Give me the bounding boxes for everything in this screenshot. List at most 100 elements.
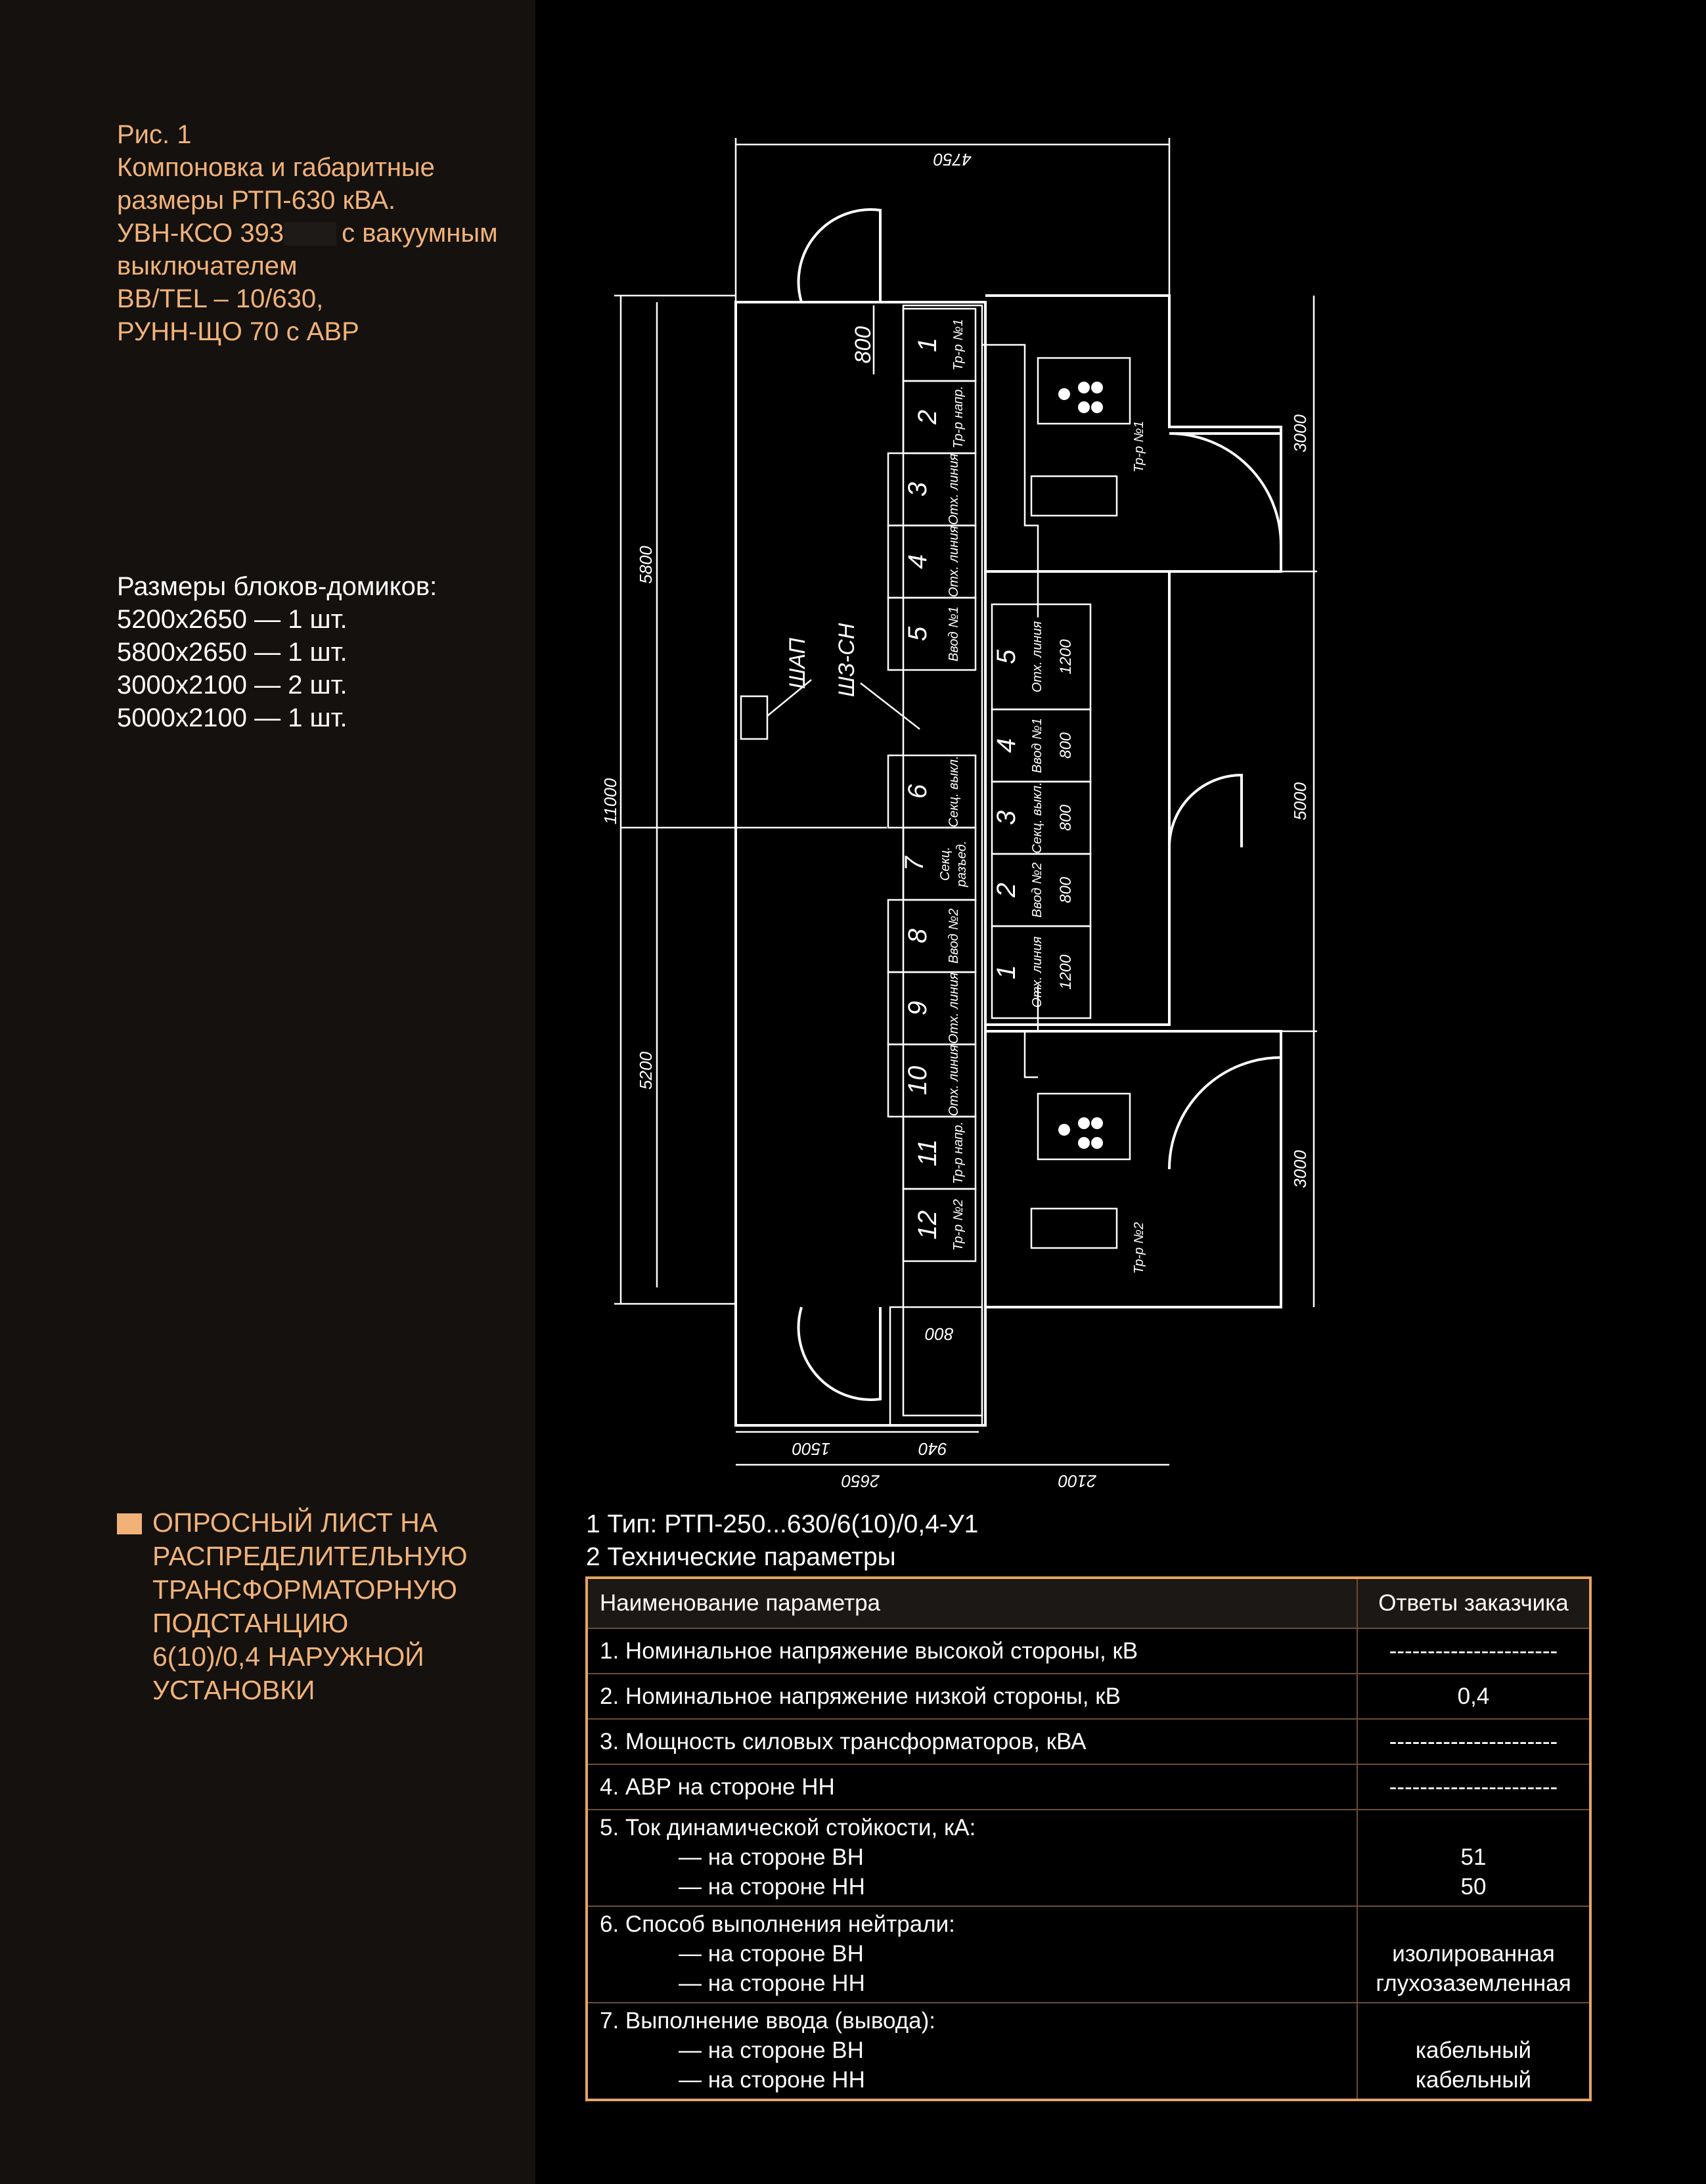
lv-cell-dim: 1200 — [1057, 639, 1075, 675]
left-sidebar — [0, 0, 535, 2184]
param-answer[interactable]: ---------------------- — [1357, 1718, 1591, 1765]
tr2-label: Тр-р №2 — [1132, 1222, 1146, 1274]
lv-cell-labels: 5 Отх. линия 1200 4 Ввод №1 800 3 Секц. … — [992, 621, 1075, 1008]
lv-cell-label: Ввод №2 — [1030, 862, 1044, 918]
table-row: 4. АВР на стороне НН -------------------… — [586, 1764, 1591, 1810]
table-row: 6. Способ выполнения нейтрали: — на стор… — [586, 1905, 1591, 2003]
dim-right-mid: 5000 — [1290, 782, 1310, 820]
right-block-mid — [984, 570, 1171, 1026]
caption-line: размеры РТП-630 кВА. — [117, 186, 396, 215]
hv-cell-num: 10 — [903, 1066, 932, 1096]
param-sub: — на стороне ВН — [679, 2038, 864, 2063]
tr1-label: Тр-р №1 — [1132, 421, 1146, 473]
hv-cell-num: 4 — [903, 554, 932, 569]
dim-bottom-cell: 800 — [925, 1324, 954, 1344]
hv-cell-num: 9 — [903, 1001, 932, 1015]
label-shzsn: ШЗ-СН — [834, 623, 859, 697]
param-title: 6. Способ выполнения нейтрали: — [600, 1911, 955, 1937]
leader-line — [860, 682, 920, 730]
param-title: 7. Выполнение ввода (вывода): — [600, 2008, 936, 2034]
survey-title: ОПРОСНЫЙ ЛИСТ НА РАСПРЕДЕЛИТЕЛЬНУЮ ТРАНС… — [117, 1506, 537, 1707]
dim-2100: 2100 — [1058, 1471, 1097, 1491]
block-size-item: 5000x2100 — 1 шт. — [117, 703, 348, 732]
lv-cell-label: Отх. линия — [1030, 621, 1044, 692]
answer-line: 50 — [1460, 1874, 1487, 1900]
survey-title-line: 6(10)/0,4 НАРУЖНОЙ — [152, 1641, 424, 1672]
bottom-cell — [889, 1306, 983, 1427]
lv-cell-label: Секц. выкл. — [1030, 782, 1044, 854]
hv-cell-label: Тр-р №2 — [951, 1199, 966, 1251]
param-answer[interactable]: кабельный кабельный — [1357, 2002, 1591, 2101]
parameters-table: Наименование параметра Ответы заказчика … — [585, 1576, 1592, 2101]
table-header-row: Наименование параметра Ответы заказчика — [586, 1577, 1591, 1629]
lv-cell-num: 2 — [992, 883, 1021, 898]
hv-cell-label: Секц. — [938, 847, 953, 881]
transformer-2: Тр-р №2 — [1030, 1092, 1146, 1274]
param-answer[interactable]: изолированная глухозаземленная — [1357, 1905, 1591, 2003]
caption-line: BB/TEL – 10/630, — [117, 284, 324, 313]
table-row: 5. Ток динамической стойкости, кА: — на … — [586, 1809, 1591, 1907]
dim-upper: 5800 — [636, 546, 656, 584]
hv-cell-label: Отх. линия — [947, 1044, 961, 1116]
block-size-item: 5200x2650 — 1 шт. — [117, 605, 348, 634]
hv-cell-label: Тр-р №1 — [951, 319, 966, 371]
bullet-square-icon — [117, 1513, 142, 1534]
param-name: 4. АВР на стороне НН — [586, 1764, 1358, 1810]
survey-title-line: ПОДСТАНЦИЮ — [152, 1608, 349, 1638]
table-row: 7. Выполнение ввода (вывода): — на сторо… — [586, 2002, 1591, 2101]
answer-line: изолированная — [1392, 1941, 1555, 1967]
param-name: 7. Выполнение ввода (вывода): — на сторо… — [586, 2002, 1358, 2101]
caption-line-part: с вакуумным — [342, 219, 498, 248]
param-name: 2. Номинальное напряжение низкой стороны… — [586, 1673, 1358, 1720]
right-block-bottom — [985, 1030, 1282, 1308]
hv-cell-label: Секц. выкл. — [947, 756, 961, 828]
lv-cell-dim: 800 — [1057, 732, 1075, 759]
param-sub: — на стороне ВН — [679, 1941, 864, 1967]
survey-title-line: ТРАНСФОРМАТОРНУЮ — [152, 1574, 457, 1605]
type-section: 1 Тип: РТП-250...630/6(10)/0,4-У1 2 Техн… — [586, 1508, 978, 1574]
header-param: Наименование параметра — [586, 1577, 1358, 1629]
layout-drawing: 4750 11000 5800 5200 800 1 Тр-р №1 2 Тр-… — [600, 138, 1317, 1491]
transformer-frame — [1037, 1092, 1131, 1161]
header-answers: Ответы заказчика — [1357, 1577, 1591, 1629]
block-sizes: Размеры блоков-домиков: 5200x2650 — 1 шт… — [117, 570, 524, 734]
door-arc-right-mid — [1168, 773, 1243, 848]
hv-cell — [902, 1188, 977, 1262]
hv-cell-label: Ввод №1 — [947, 606, 961, 661]
param-answer[interactable]: 51 50 — [1357, 1809, 1591, 1907]
param-answer[interactable]: ---------------------- — [1357, 1628, 1591, 1674]
dim-total: 11000 — [600, 778, 620, 824]
hv-cell-label: Тр-р напр. — [951, 1121, 966, 1184]
lv-cell — [991, 925, 1092, 1019]
door-arc-right-bottom — [1168, 1056, 1282, 1170]
cable-line — [1023, 985, 1039, 1079]
hv-cell-num: 3 — [903, 482, 932, 497]
param-answer[interactable]: ---------------------- — [1357, 1764, 1591, 1810]
param-name: 6. Способ выполнения нейтрали: — на стор… — [586, 1905, 1358, 2003]
hv-cell-label: Отх. линия — [947, 972, 961, 1044]
lv-cell-label: Отх. линия — [1030, 936, 1044, 1008]
param-sub: — на стороне НН — [679, 1971, 865, 1996]
hv-cell-num: 1 — [913, 338, 942, 352]
door-arc-right-top — [1169, 432, 1282, 546]
params-title: 2 Технические параметры — [586, 1543, 896, 1571]
table-row: 1. Номинальное напряжение высокой сторон… — [586, 1628, 1591, 1674]
survey-title-line: РАСПРЕДЕЛИТЕЛЬНУЮ — [152, 1541, 468, 1571]
hv-cell-label: Ввод №2 — [947, 908, 961, 964]
dim-940: 940 — [918, 1439, 947, 1459]
caption-line: Рис. 1 — [117, 120, 192, 149]
hv-cell-num: 2 — [913, 410, 942, 425]
door-arc-bottom — [797, 1306, 882, 1401]
block-size-item: 5800x2650 — 1 шт. — [117, 638, 348, 667]
lv-cell-num: 5 — [992, 649, 1021, 664]
param-sub: — на стороне НН — [679, 1874, 865, 1900]
hv-cell-num: 7 — [900, 855, 929, 871]
answer-line: глухозаземленная — [1376, 1971, 1571, 1996]
lv-cell-num: 4 — [992, 738, 1021, 753]
figure-caption: Рис. 1 Компоновка и габаритные размеры Р… — [117, 118, 524, 348]
param-answer[interactable]: 0,4 — [1357, 1673, 1591, 1720]
dim-right-bottom: 3000 — [1290, 1150, 1310, 1188]
caption-line: Компоновка и габаритные — [117, 153, 435, 182]
param-name: 1. Номинальное напряжение высокой сторон… — [586, 1628, 1358, 1674]
lv-cell-label: Ввод №1 — [1030, 718, 1044, 773]
